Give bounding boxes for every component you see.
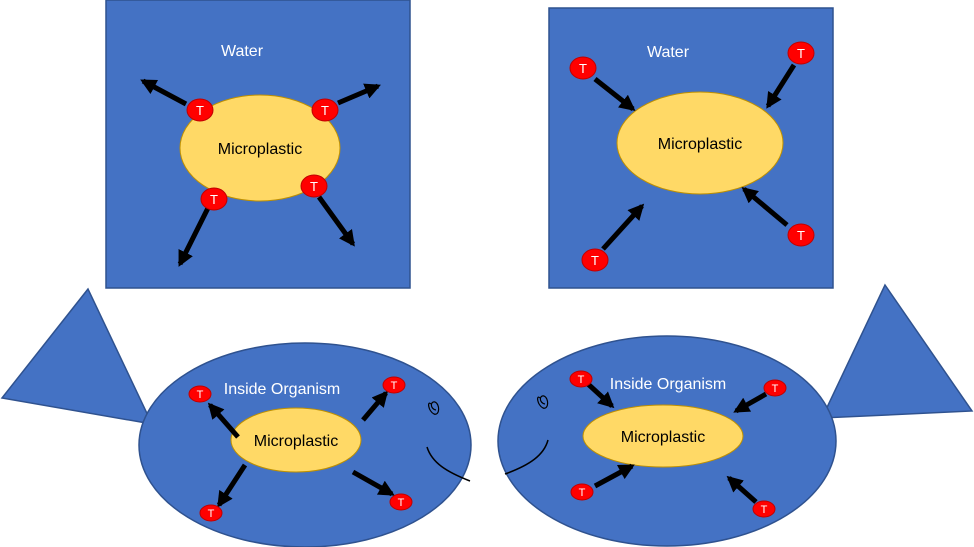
outgoing-arrow	[207, 402, 240, 439]
svg-text:T: T	[772, 383, 779, 395]
svg-text:T: T	[797, 228, 805, 243]
svg-text:T: T	[321, 103, 329, 118]
toxin-marker: T	[382, 376, 406, 394]
svg-text:T: T	[208, 508, 215, 520]
incoming-arrow	[726, 475, 758, 504]
organism-tail-fin	[0, 287, 154, 425]
water-panel-right: Water Microplastic T T T T	[548, 7, 834, 289]
incoming-arrow	[586, 382, 615, 409]
organism-mouth	[426, 446, 471, 482]
svg-text:T: T	[391, 380, 398, 392]
toxin-marker: T	[787, 41, 815, 65]
outgoing-arrow	[361, 390, 389, 422]
toxin-marker: T	[200, 187, 228, 211]
outgoing-arrow	[316, 195, 356, 247]
toxin-marker: T	[752, 500, 776, 518]
incoming-arrow	[601, 203, 645, 251]
svg-text:T: T	[579, 487, 586, 499]
organism-right: Inside Organism Microplastic T T T T	[497, 283, 974, 547]
microplastic-particle	[582, 404, 744, 468]
incoming-arrow	[741, 186, 789, 227]
outgoing-arrow	[351, 469, 395, 497]
microplastic-label: Microplastic	[658, 136, 742, 153]
incoming-arrow	[593, 463, 635, 489]
water-label: Water	[647, 44, 690, 61]
microplastic-particle	[179, 94, 341, 202]
toxin-marker: T	[569, 370, 593, 388]
svg-text:T: T	[578, 374, 585, 386]
incoming-arrow	[765, 63, 797, 109]
organism-eye	[537, 395, 549, 409]
organism-mouth	[504, 439, 549, 475]
toxin-marker: T	[300, 174, 328, 198]
organism-eye	[428, 401, 440, 415]
toxin-marker: T	[569, 56, 597, 80]
incoming-arrow	[733, 391, 768, 414]
toxin-marker: T	[389, 493, 413, 511]
microplastic-label: Microplastic	[218, 141, 302, 158]
water-label: Water	[221, 43, 264, 60]
organism-label: Inside Organism	[610, 376, 727, 393]
toxin-marker: T	[311, 98, 339, 122]
toxin-marker: T	[188, 385, 212, 403]
svg-text:T: T	[591, 253, 599, 268]
organism-label: Inside Organism	[224, 381, 341, 398]
water-panel-left: Water Microplastic T T T T	[105, 0, 411, 289]
microplastic-particle	[230, 407, 362, 473]
microplastic-label: Microplastic	[621, 429, 705, 446]
outgoing-arrow	[337, 83, 381, 106]
toxin-marker: T	[186, 98, 214, 122]
svg-text:T: T	[310, 179, 318, 194]
organism-left: Inside Organism Microplastic T T T T	[0, 287, 472, 547]
svg-text:T: T	[579, 61, 587, 76]
microplastic-particle	[616, 91, 784, 195]
svg-text:T: T	[797, 46, 805, 61]
svg-text:T: T	[210, 192, 218, 207]
toxin-marker: T	[763, 379, 787, 397]
outgoing-arrow	[140, 78, 188, 107]
organism-tail-fin	[820, 283, 974, 419]
incoming-arrow	[593, 77, 636, 111]
outgoing-arrow	[177, 206, 211, 267]
microplastic-label: Microplastic	[254, 433, 338, 450]
svg-text:T: T	[197, 389, 204, 401]
toxin-marker: T	[581, 248, 609, 272]
svg-text:T: T	[196, 103, 204, 118]
outgoing-arrow	[216, 463, 248, 508]
svg-text:T: T	[761, 504, 768, 516]
toxin-marker: T	[570, 483, 594, 501]
toxin-marker: T	[199, 504, 223, 522]
toxin-marker: T	[787, 223, 815, 247]
svg-text:T: T	[398, 497, 405, 509]
